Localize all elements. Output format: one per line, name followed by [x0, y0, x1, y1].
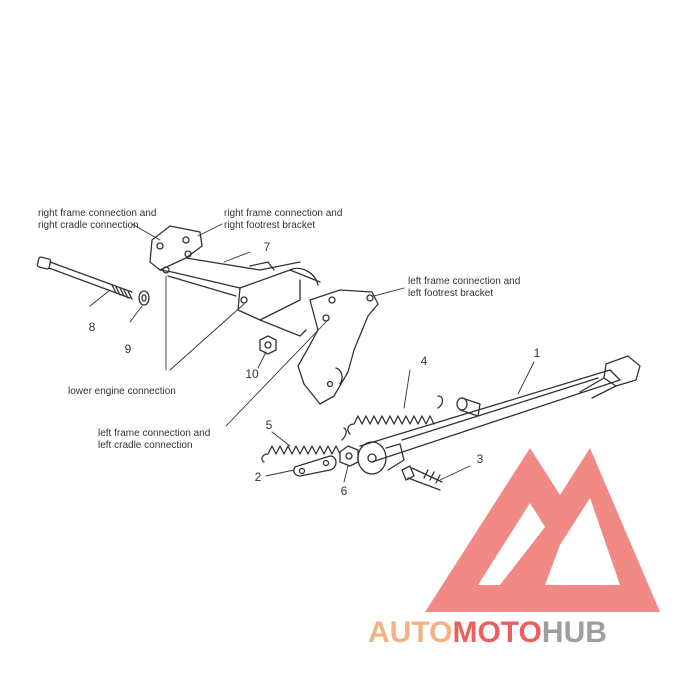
- part-number-2: 2: [254, 470, 262, 484]
- callout-line: left frame connection and: [98, 428, 211, 439]
- callout-line: left cradle connection: [98, 440, 193, 451]
- part-6-nut: [339, 445, 359, 467]
- callout-line: right cradle connection: [38, 220, 139, 231]
- callout-line: right frame connection and: [224, 208, 343, 219]
- part-number-8: 8: [88, 320, 96, 334]
- callout-lower-engine: lower engine connection: [68, 386, 176, 397]
- logo-part-auto: AUTO: [368, 616, 453, 649]
- part-2-link-plate: [293, 455, 337, 477]
- callout-line: right frame connection and: [38, 208, 157, 219]
- part-7-frame-bracket: [149, 225, 321, 337]
- part-4-spring: [347, 395, 444, 435]
- part-number-3: 3: [476, 452, 484, 466]
- logo-part-hub: HUB: [541, 616, 607, 649]
- callout-line: left footrest bracket: [408, 288, 494, 299]
- part-number-10: 10: [245, 367, 259, 381]
- part-5-spring: [261, 427, 347, 463]
- callout-left-frame-footrest: left frame connection and left footrest …: [408, 276, 520, 300]
- part-3-bolt: [401, 465, 443, 491]
- callout-right-frame-cradle: right frame connection and right cradle …: [38, 208, 156, 232]
- callout-line: left frame connection and: [408, 276, 521, 287]
- leader-lines: [89, 223, 535, 483]
- left-footrest-bracket-plate: [297, 289, 379, 405]
- part-number-9: 9: [124, 342, 132, 356]
- part-number-6: 6: [340, 484, 348, 498]
- part-number-7: 7: [263, 240, 271, 254]
- part-9-washer: [138, 290, 150, 306]
- callout-line: right footrest bracket: [224, 220, 316, 231]
- part-8-long-bolt: [36, 256, 133, 300]
- callout-left-frame-cradle: left frame connection and left cradle co…: [98, 428, 210, 452]
- part-10-nut: [259, 335, 277, 355]
- logo-wordmark: AUTOMOTOHUB: [368, 616, 607, 650]
- part-number-1: 1: [533, 346, 541, 360]
- logo-part-moto: MOTO: [452, 616, 542, 649]
- part-number-5: 5: [265, 418, 273, 432]
- part-1-side-stand: [357, 355, 641, 475]
- part-number-4: 4: [420, 354, 428, 368]
- callout-right-frame-footrest: right frame connection and right footres…: [224, 208, 342, 232]
